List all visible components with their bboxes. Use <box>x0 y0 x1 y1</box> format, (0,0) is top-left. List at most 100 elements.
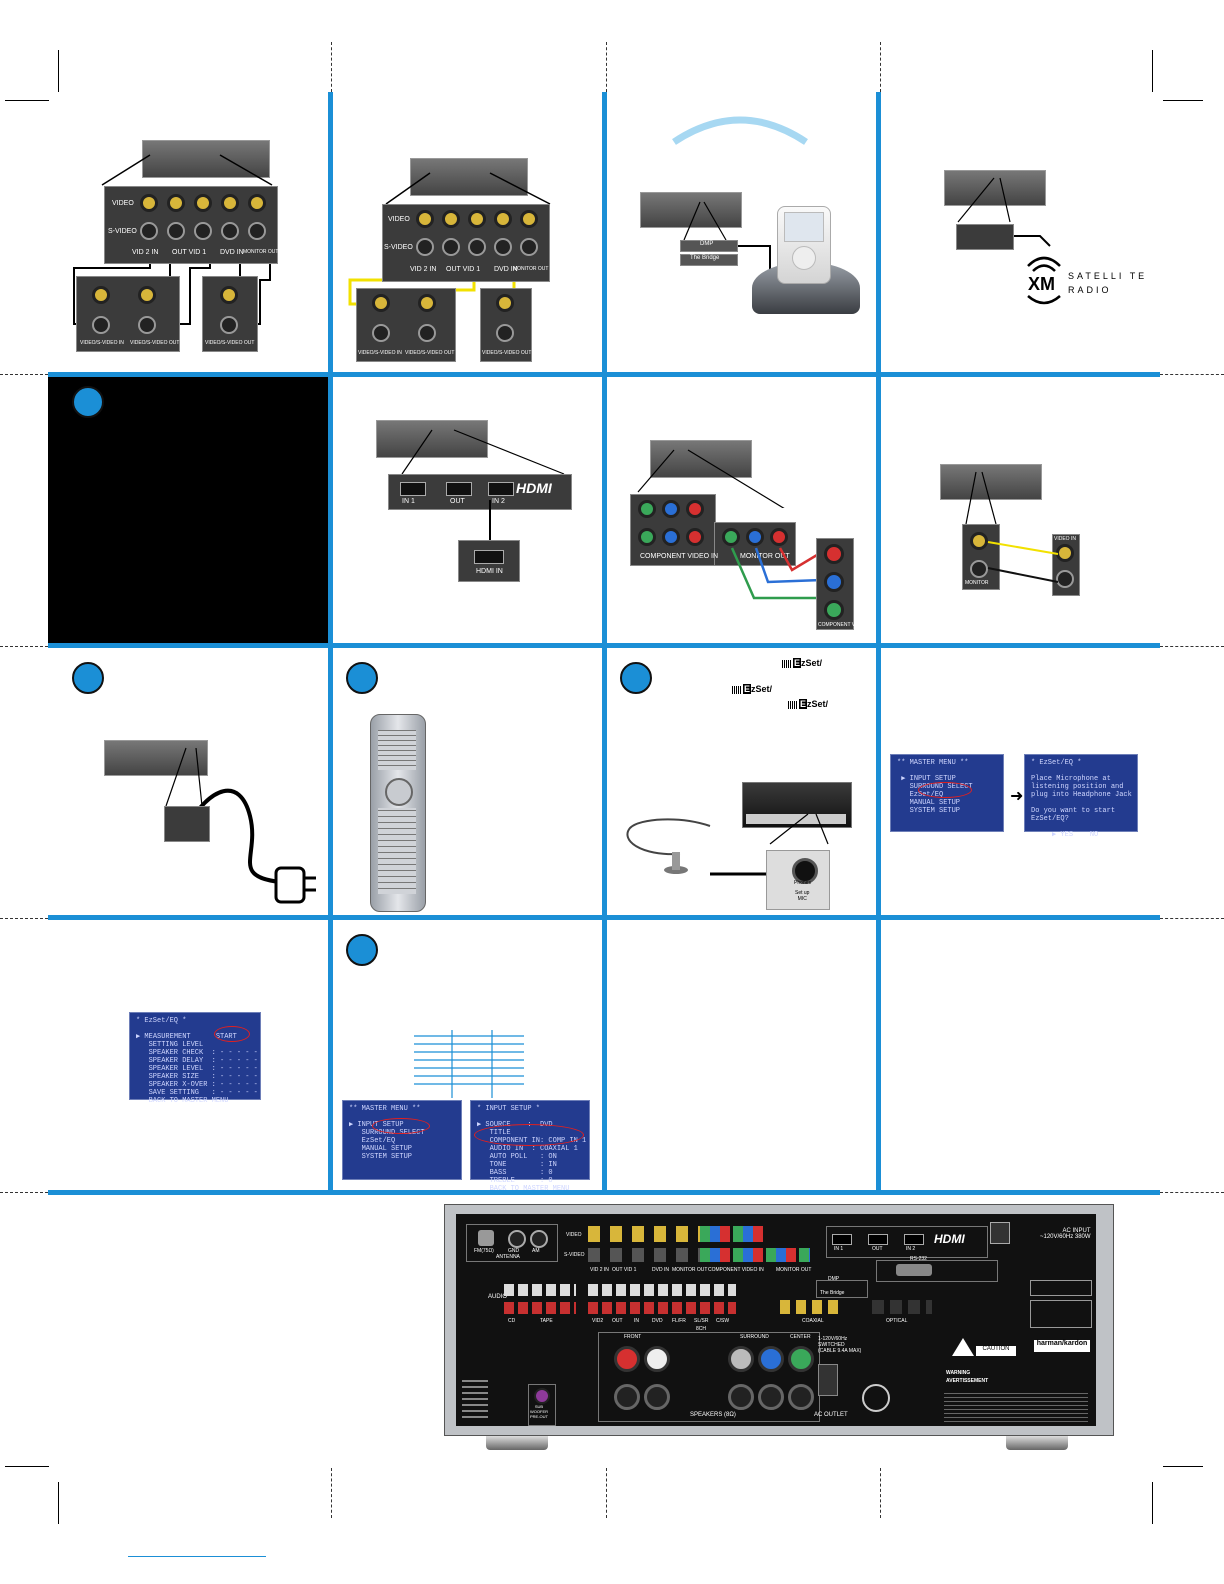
optical-label: OPTICAL <box>886 1318 908 1324</box>
monitor-out-label: MONITOR OUT <box>243 249 279 255</box>
avertissement-label: AVERTISSEMENT <box>946 1378 989 1384</box>
video-in-label: VIDEO IN <box>1054 536 1076 542</box>
dvd-audio-label: DVD <box>652 1318 663 1324</box>
jack <box>970 560 988 578</box>
highlight-circle <box>918 782 972 798</box>
coaxial-label: COAXIAL <box>802 1318 824 1324</box>
jack <box>220 316 238 334</box>
jack <box>167 194 185 212</box>
black-panel <box>48 377 328 643</box>
ezset-logo: EzSet/ <box>788 699 828 709</box>
s-video-label-2: S-VIDEO <box>384 244 413 251</box>
jack <box>496 294 514 312</box>
jack <box>92 286 110 304</box>
monitor-out-component-label: MONITOR OUT <box>740 553 790 560</box>
table-grid <box>414 1030 524 1098</box>
rear-hdmi-out: OUT <box>872 1246 883 1252</box>
fl-fr-label: FL/FR <box>672 1318 686 1324</box>
jack <box>442 210 460 228</box>
c-sw-label: C/SW <box>716 1318 730 1324</box>
jack <box>468 210 486 228</box>
highlight-circle <box>214 1026 250 1042</box>
jack <box>140 194 158 212</box>
osd-ezset-menu: * EzSet/EQ * ▶ MEASUREMENT START SETTING… <box>129 1012 261 1105</box>
video-svideo-in-label-2: VIDEO/S-VIDEO IN <box>358 350 402 356</box>
jack <box>520 210 538 228</box>
dvd-in-label: DVD IN <box>220 249 244 256</box>
hdmi-in-label: HDMI IN <box>476 568 503 575</box>
jack <box>248 194 266 212</box>
brand-label: harman/kardon <box>1034 1340 1090 1352</box>
jack <box>468 238 486 256</box>
step-dot <box>346 934 378 966</box>
warning-label: WARNING <box>946 1370 971 1376</box>
step-dot <box>620 662 652 694</box>
antenna-label: ANTENNA <box>496 1254 520 1260</box>
gnd-label: GND <box>508 1248 520 1254</box>
phones-label: Phones <box>794 880 811 886</box>
vid2-audio-label: VID2 <box>592 1318 604 1324</box>
arrow-right-icon: ➜ <box>1010 788 1024 805</box>
jack <box>416 210 434 228</box>
ezset-logo: EzSet/ <box>782 658 822 668</box>
jack <box>1056 570 1074 588</box>
jack <box>416 238 434 256</box>
step-dot <box>346 662 378 694</box>
rs232-label: RS-232 <box>910 1256 927 1262</box>
video-svideo-out-label-2: VIDEO/S-VIDEO OUT <box>205 340 255 346</box>
video-svideo-out-label-3: VIDEO/S-VIDEO OUT <box>405 350 455 356</box>
jack <box>194 222 212 240</box>
rear-monitor-out2-label: MONITOR OUT <box>776 1267 812 1273</box>
sl-sr-label: SL/SR <box>694 1318 709 1324</box>
jack <box>138 286 156 304</box>
rear-component-label: COMPONENT VIDEO IN <box>708 1267 764 1273</box>
jack <box>248 222 266 240</box>
rear-svideo-label: S-VIDEO <box>564 1252 585 1258</box>
satellite-text: SATELLI TE <box>1068 271 1148 281</box>
radio-text: RADIO <box>1068 285 1112 295</box>
jack <box>167 222 185 240</box>
hdmi-out-label: OUT <box>450 498 465 505</box>
monitor-label: MONITOR <box>965 580 989 586</box>
jack <box>372 324 390 342</box>
out-vid1-label-2: OUT VID 1 <box>446 266 481 273</box>
jack <box>496 324 514 342</box>
out-vid1-label: OUT VID 1 <box>172 249 207 256</box>
ac-input-label: AC INPUT ~120V/60Hz 380W <box>1040 1228 1091 1240</box>
rear-video-label: VIDEO <box>566 1232 582 1238</box>
dmp-label: DMP <box>700 241 714 247</box>
sub-pre-out-label: SUB WOOFER PRE-OUT <box>530 1404 548 1419</box>
highlight-circle <box>372 1118 430 1134</box>
setup-mic-label: Set up MIC <box>795 890 810 902</box>
rear-out-vid1-label: OUT VID 1 <box>612 1267 637 1273</box>
surround-label: SURROUND <box>740 1334 769 1340</box>
caution-label: CAUTION <box>976 1346 1016 1356</box>
dvd-in-label-2: DVD IN <box>494 266 518 273</box>
jack <box>92 316 110 334</box>
s-video-label: S-VIDEO <box>108 228 137 235</box>
jack <box>970 532 988 550</box>
jack <box>520 238 538 256</box>
rear-hdmi-in2: IN 2 <box>906 1246 916 1252</box>
jack <box>221 222 239 240</box>
hdmi-in1-label: IN 1 <box>402 498 415 505</box>
jack <box>194 194 212 212</box>
hdmi-logo: HDMI <box>516 480 552 496</box>
cd-label: CD <box>508 1318 516 1324</box>
rear-vid2-in-label: VID 2 IN <box>590 1267 609 1273</box>
8ch-label: 8CH <box>696 1326 707 1332</box>
front-label: FRONT <box>624 1334 642 1340</box>
osd-master-menu-2: ** MASTER MENU ** ▶ INPUT SETUP SURROUND… <box>342 1100 462 1180</box>
jack <box>418 294 436 312</box>
highlight-circle <box>474 1124 584 1146</box>
jack <box>418 324 436 342</box>
vid2-in-label-2: VID 2 IN <box>410 266 437 273</box>
rear-dvd-in-label: DVD IN <box>652 1267 669 1273</box>
jack <box>220 286 238 304</box>
link-underline <box>128 1556 266 1557</box>
ezset-logo: EzSet/ <box>732 684 772 694</box>
rear-bridge-label: The Bridge <box>820 1290 845 1296</box>
vid2-in-label: VID 2 IN <box>132 249 159 256</box>
speakers-label: SPEAKERS (8Ω) <box>690 1412 736 1418</box>
svg-text:XM: XM <box>1028 274 1055 294</box>
